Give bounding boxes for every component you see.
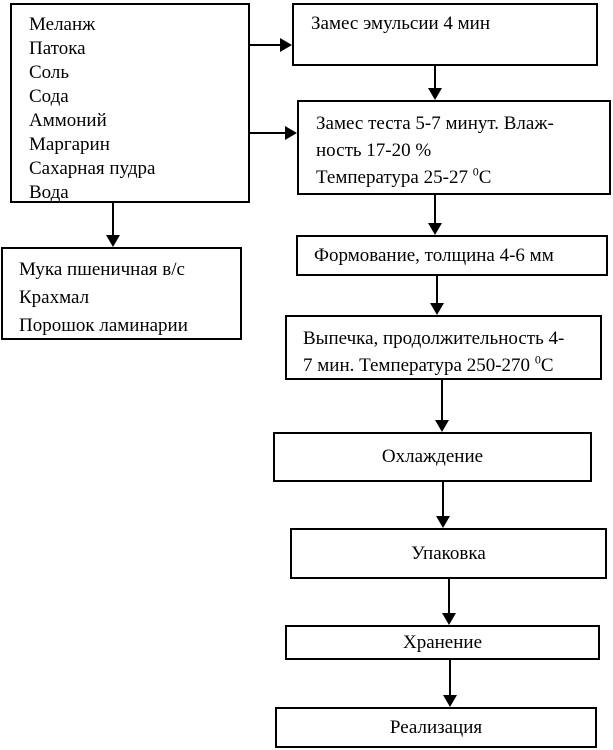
arrow-forming-to-baking-line	[436, 276, 438, 303]
step-forming-label: Формование, толщина 4-6 мм	[314, 245, 554, 266]
arrow-dough-to-forming-head	[428, 223, 442, 235]
arrow-storage-to-sale-line	[449, 660, 451, 695]
step-forming-box: Формование, толщина 4-6 мм	[296, 235, 608, 276]
arrow-cooling-to-packing-head	[436, 516, 450, 528]
ingredient-item: Меланж	[29, 14, 96, 35]
arrow-emulsion-to-dough-line	[434, 66, 436, 88]
step-baking-box: Выпечка, продолжительность 4- 7 мин. Тем…	[285, 315, 602, 380]
ingredient-item: Сахарная пудра	[29, 158, 156, 179]
arrow-ingredients-to-emulsion-head	[280, 38, 292, 52]
step-cooling-box: Охлаждение	[273, 432, 592, 482]
dry-ingredient-item: Крахмал	[19, 287, 90, 308]
ingredient-item: Аммоний	[29, 110, 107, 131]
step-emulsion-label: Замес эмульсии 4 мин	[311, 13, 491, 34]
arrow-ingredients-to-emulsion-line	[250, 44, 282, 46]
dry-ingredients-box: Мука пшеничная в/с Крахмал Порошок ламин…	[1, 247, 242, 340]
arrow-emulsion-to-dough-head	[428, 88, 442, 100]
arrow-packing-to-storage-head	[442, 613, 456, 625]
ingredient-item: Вода	[29, 182, 69, 203]
arrow-forming-to-baking-head	[430, 303, 444, 315]
arrow-cooling-to-packing-line	[442, 482, 444, 516]
step-cooling-label: Охлаждение	[381, 446, 484, 467]
arrow-baking-to-cooling-line	[441, 380, 443, 420]
step-packing-box: Упаковка	[290, 528, 607, 579]
arrow-ingredients-to-dry-line	[112, 203, 114, 235]
step-baking-line1: Выпечка, продолжительность 4-	[303, 328, 565, 349]
arrow-ingredients-to-dry-head	[106, 235, 120, 247]
step-storage-label: Хранение	[402, 631, 483, 653]
step-storage-box: Хранение	[285, 625, 600, 660]
dry-ingredient-item: Мука пшеничная в/с	[19, 259, 185, 280]
step-packing-label: Упаковка	[411, 542, 486, 564]
step-dough-line1: Замес теста 5-7 минут. Влаж-	[316, 113, 554, 134]
step-dough-line2: ность 17-20 %	[316, 140, 432, 161]
ingredient-item: Маргарин	[29, 134, 110, 155]
arrow-ingredients-to-dough-line	[250, 132, 287, 134]
dry-ingredient-item: Порошок ламинарии	[19, 315, 188, 336]
ingredients-box: Меланж Патока Соль Сода Аммоний Маргарин…	[10, 3, 250, 203]
step-baking-line2: 7 мин. Температура 250-270 0С	[303, 352, 554, 376]
arrow-packing-to-storage-line	[448, 579, 450, 613]
ingredient-item: Патока	[29, 38, 86, 59]
degree-superscript: 0	[534, 352, 541, 367]
degree-superscript: 0	[472, 164, 479, 179]
ingredient-item: Соль	[29, 62, 70, 83]
arrow-ingredients-to-dough-head	[285, 126, 297, 140]
arrow-baking-to-cooling-head	[435, 420, 449, 432]
step-sale-box: Реализация	[275, 707, 597, 748]
arrow-storage-to-sale-head	[443, 695, 457, 707]
step-emulsion-box: Замес эмульсии 4 мин	[292, 3, 598, 66]
step-dough-box: Замес теста 5-7 минут. Влаж- ность 17-20…	[297, 100, 611, 195]
step-dough-line3: Температура 25-27 0С	[316, 164, 492, 188]
step-sale-label: Реализация	[389, 716, 483, 738]
arrow-dough-to-forming-line	[434, 195, 436, 223]
ingredient-item: Сода	[29, 86, 69, 107]
